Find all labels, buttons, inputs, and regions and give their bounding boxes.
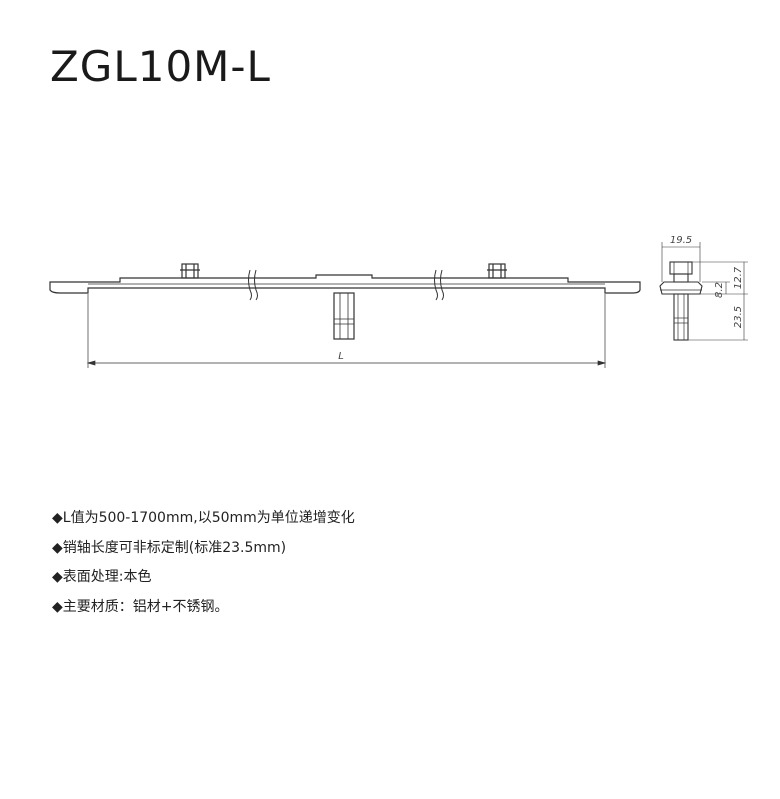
side-view bbox=[659, 242, 748, 341]
product-title: ZGL10M-L bbox=[50, 42, 271, 91]
dim-width-label: 19.5 bbox=[670, 235, 692, 246]
dim-12-7-label: 12.7 bbox=[733, 266, 744, 289]
right-clip bbox=[487, 263, 507, 279]
left-clip bbox=[180, 263, 200, 279]
center-pin bbox=[333, 292, 355, 340]
length-label: L bbox=[338, 351, 344, 362]
bar-outline bbox=[49, 274, 641, 294]
spec-material: ◆主要材质：铝材+不锈钢。 bbox=[52, 598, 229, 615]
spec-list: ◆L值为500-1700mm,以50mm为单位递增变化 ◆销轴长度可非标定制(标… bbox=[52, 508, 355, 626]
length-dimension bbox=[86, 294, 607, 368]
spec-length-range: ◆L值为500-1700mm,以50mm为单位递增变化 bbox=[52, 510, 355, 526]
spec-surface-finish: ◆表面处理:本色 bbox=[52, 569, 152, 585]
technical-drawing: L 19.5 12.7 8.2 23.5 bbox=[49, 235, 748, 368]
spec-pin-length: ◆销轴长度可非标定制(标准23.5mm) bbox=[52, 539, 287, 556]
dim-8-2-label: 8.2 bbox=[714, 282, 725, 298]
dim-23-5-label: 23.5 bbox=[733, 306, 744, 328]
